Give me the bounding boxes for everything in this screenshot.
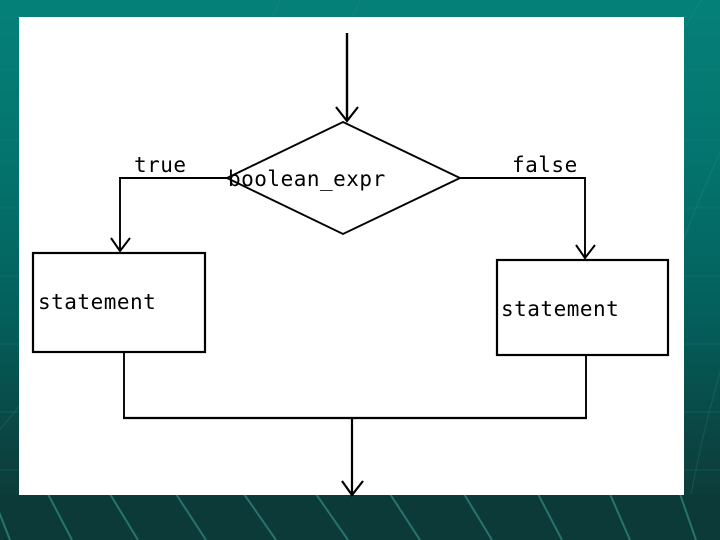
true-statement-box <box>31 251 207 354</box>
true-branch-label: true <box>134 153 187 177</box>
decision-label: boolean_expr <box>228 167 386 191</box>
decision-diamond <box>224 120 463 236</box>
true-statement-label: statement <box>38 290 157 314</box>
edge-condition-true <box>110 177 227 253</box>
slide-content-panel <box>19 17 684 495</box>
edge-exit-arrow <box>341 418 364 497</box>
false-branch-label: false <box>512 153 578 177</box>
slide-footer-band <box>0 494 720 540</box>
false-statement-label: statement <box>501 297 620 321</box>
edge-condition-false <box>460 177 596 260</box>
edge-entry-to-condition <box>335 33 359 123</box>
false-statement-box <box>495 258 670 357</box>
footer-diagonal-lines <box>0 494 697 540</box>
